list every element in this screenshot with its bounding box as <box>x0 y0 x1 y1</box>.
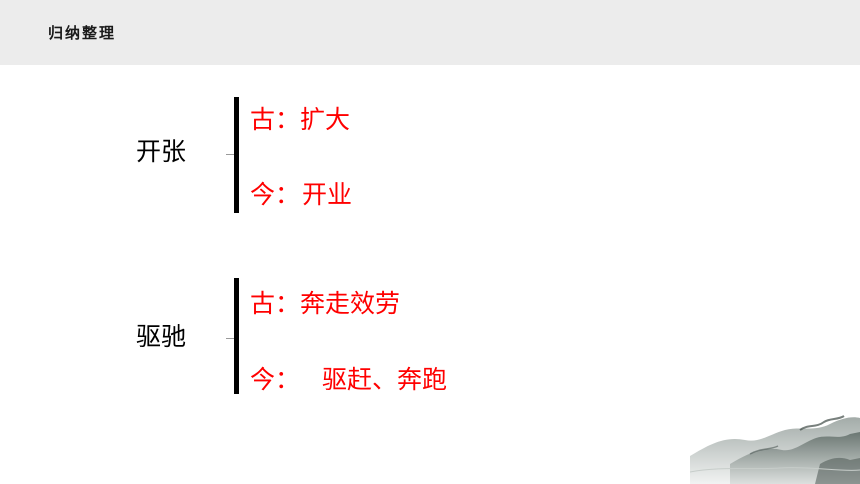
modern-meaning: 驱赶、奔跑 <box>322 365 448 394</box>
modern-meaning: 开业 <box>302 180 353 209</box>
bracket-connector <box>226 154 234 155</box>
bracket-connector <box>226 338 234 339</box>
term-label: 驱驰 <box>136 322 187 351</box>
ancient-meaning-line: 古：奔走效劳 <box>250 284 400 320</box>
ink-landscape-icon <box>690 415 860 484</box>
modern-label: 今： <box>250 180 301 209</box>
ancient-meaning-line: 古：扩大 <box>250 100 350 136</box>
modern-meaning-line: 今： 驱赶、奔跑 <box>250 360 447 396</box>
ancient-label: 古： <box>250 289 301 318</box>
modern-meaning-line: 今：开业 <box>250 175 352 211</box>
ancient-meaning: 扩大 <box>300 105 351 134</box>
modern-label: 今： <box>250 365 301 394</box>
bracket <box>234 278 239 394</box>
section-title: 归纳整理 <box>48 24 117 42</box>
bracket <box>234 97 239 213</box>
header-bar: 归纳整理 <box>0 0 860 65</box>
term-label: 开张 <box>136 137 187 166</box>
ancient-label: 古： <box>250 105 301 134</box>
ancient-meaning: 奔走效劳 <box>300 289 401 318</box>
